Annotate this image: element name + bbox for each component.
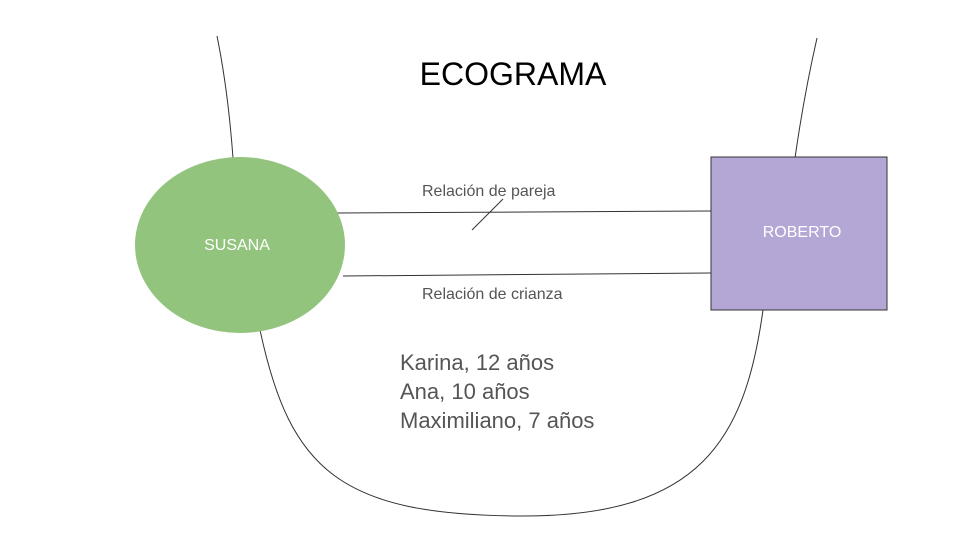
susana-node bbox=[135, 157, 345, 333]
children-list: Karina, 12 años Ana, 10 años Maximiliano… bbox=[400, 348, 594, 435]
susana-upper-line bbox=[216, 35, 234, 159]
family-bottom-curve bbox=[259, 309, 764, 517]
child-item: Ana, 10 años bbox=[400, 379, 530, 404]
relation-pareja-line bbox=[336, 210, 712, 214]
relation-crianza-line bbox=[342, 272, 712, 277]
relation-pareja-break-mark bbox=[471, 198, 504, 231]
relation-pareja-label: Relación de pareja bbox=[422, 183, 556, 200]
relation-crianza-label: Relación de crianza bbox=[422, 286, 563, 303]
susana-label: SUSANA bbox=[204, 237, 270, 254]
child-item: Karina, 12 años bbox=[400, 350, 555, 375]
roberto-node bbox=[710, 156, 888, 311]
roberto-upper-line bbox=[794, 37, 818, 159]
diagram-title: ECOGRAMA bbox=[419, 56, 607, 92]
roberto-label: ROBERTO bbox=[762, 224, 842, 241]
child-item: Maximiliano, 7 años bbox=[400, 408, 595, 433]
